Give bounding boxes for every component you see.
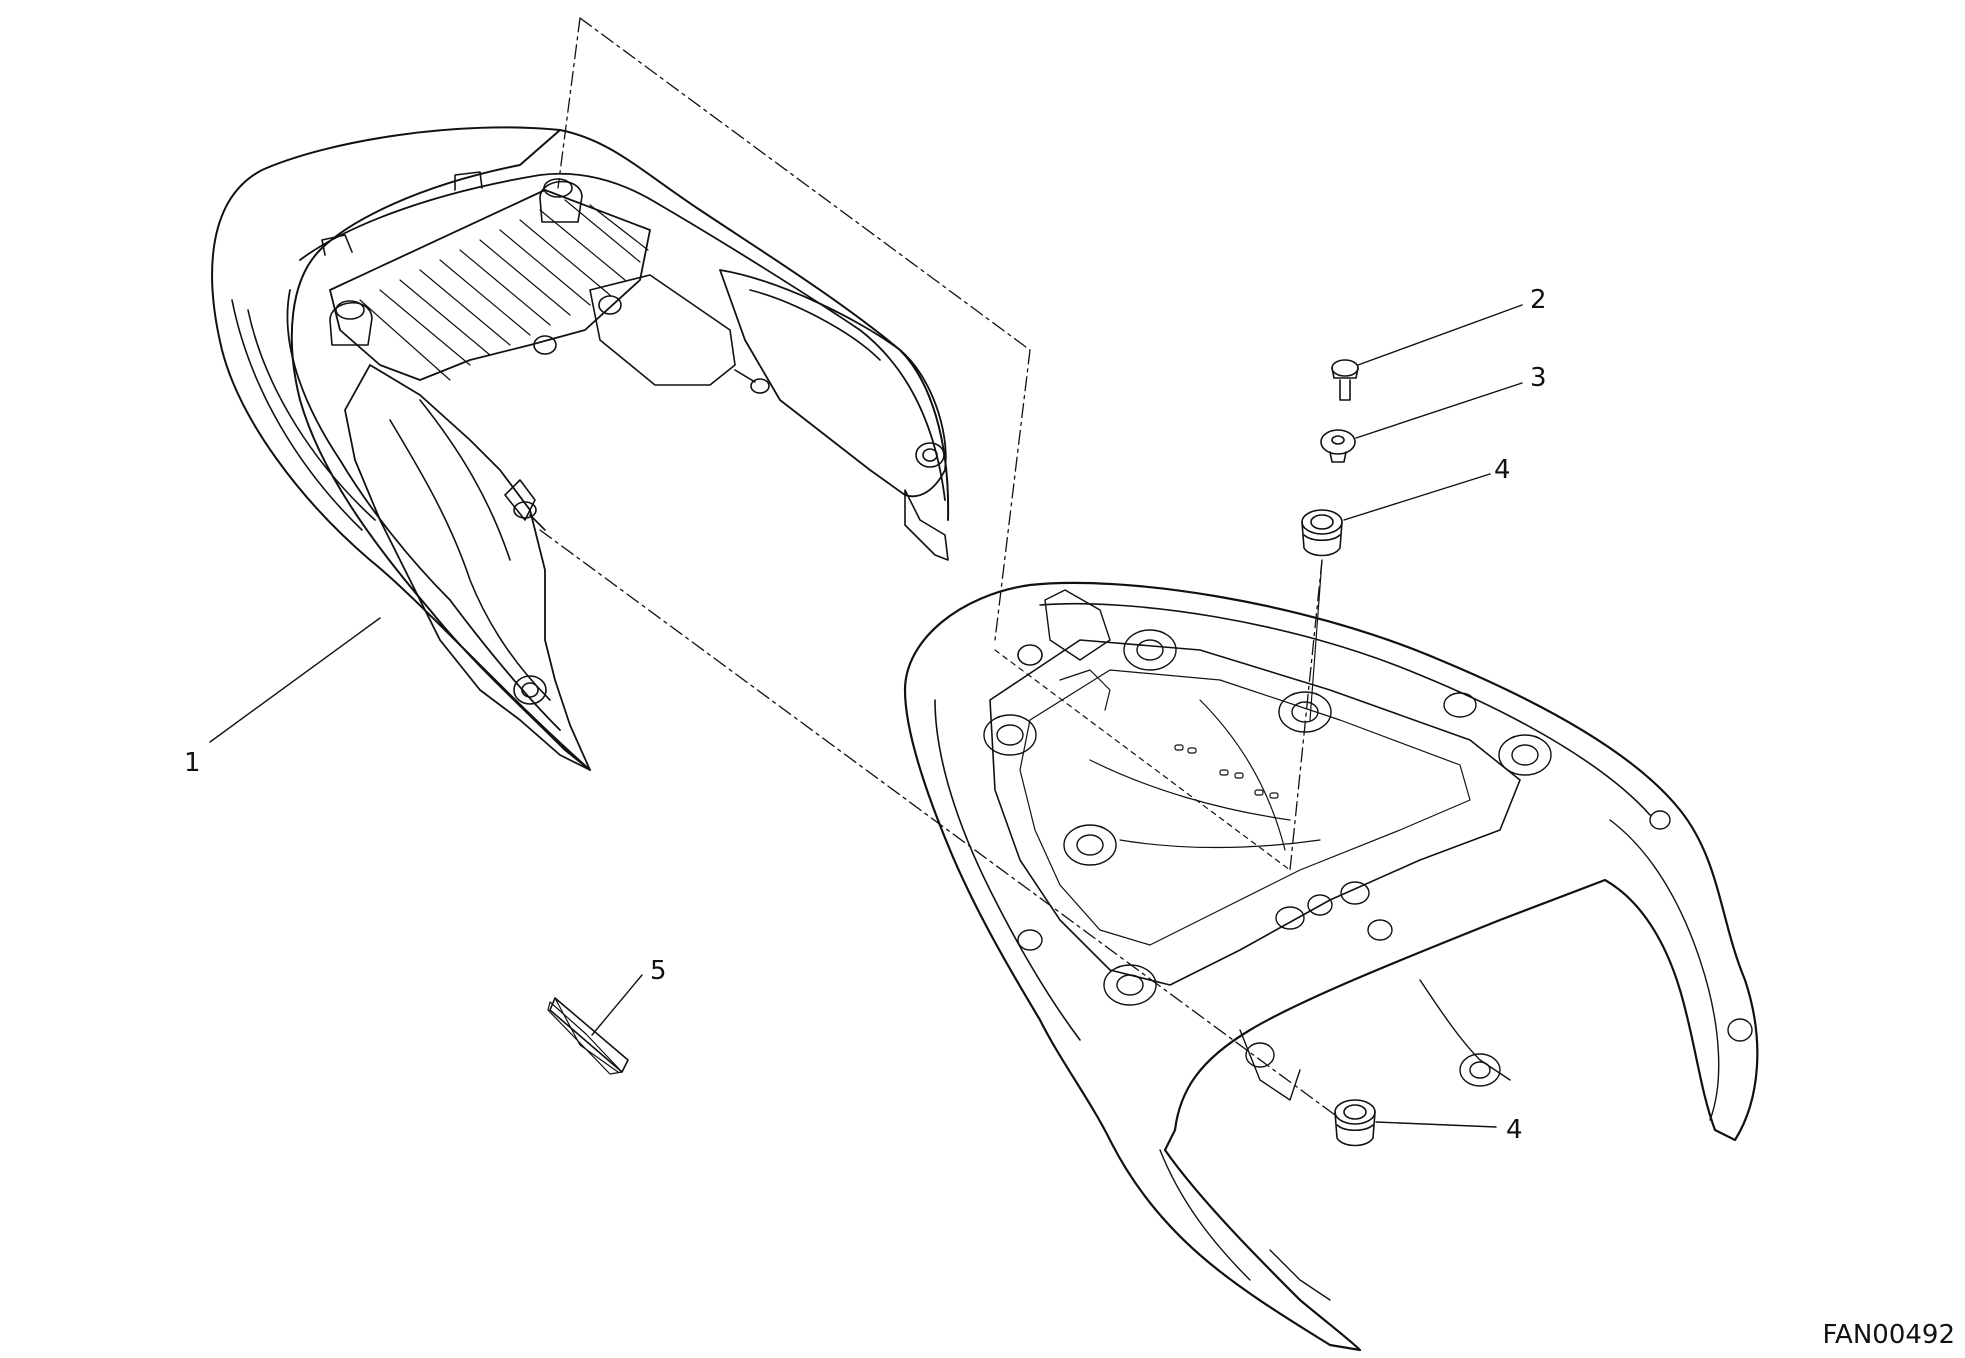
callout-2: 2 [1530,285,1547,315]
screw-axis-line [995,650,1290,870]
screw-axis-vertical [1310,560,1322,720]
callout-1: 1 [184,748,201,778]
leader-lines [210,305,1522,1127]
part-4-grommet-lower [1335,1100,1375,1146]
part-3-washer [1321,430,1355,462]
callout-5: 5 [650,956,667,986]
callout-4-upper: 4 [1494,455,1511,485]
seat-base-frame [905,583,1757,1350]
assembly-centerlines [540,18,1335,1115]
drawing-code: FAN00492 [1822,1320,1955,1350]
part-2-screw [1332,360,1358,400]
part-5-label [548,998,628,1076]
callout-4-lower: 4 [1506,1115,1523,1145]
part-4-grommet-upper [1302,510,1342,556]
part-1-seat-cowl [212,127,948,770]
callout-3: 3 [1530,363,1547,393]
